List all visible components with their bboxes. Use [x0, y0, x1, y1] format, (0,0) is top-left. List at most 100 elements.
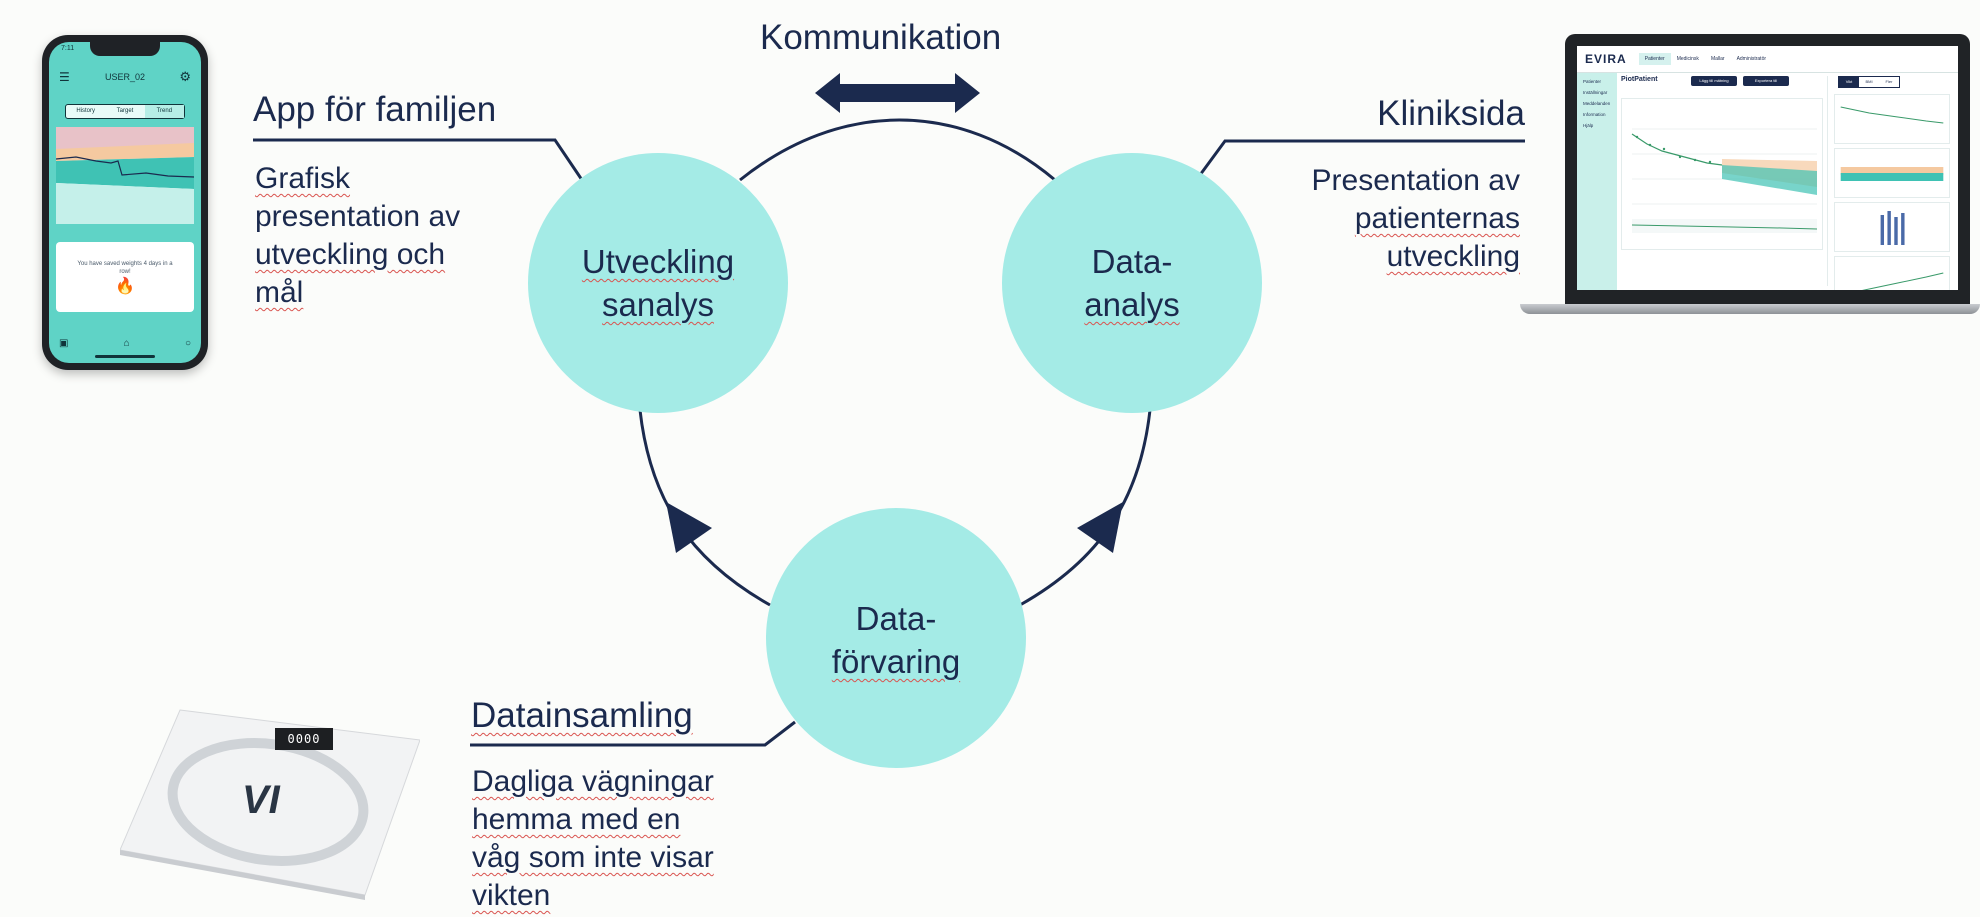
circle-label-dataanalys: Data- analys — [1002, 240, 1262, 326]
arc-top — [739, 118, 1056, 182]
family-app-description: Grafisk presentation av utveckling och m… — [255, 160, 460, 312]
clinic-topbar: EVIRA Patienter Medicinsk Mallar Adminis… — [1577, 46, 1958, 73]
clinic-metric-toggle: Vikt BMI Fler — [1838, 76, 1900, 88]
circle-dataanalys — [1002, 153, 1262, 413]
clinic-mini-chart — [1834, 148, 1950, 198]
phone-notch — [90, 42, 160, 56]
phone-bottom-nav: ▣ ⌂ ○ — [59, 338, 191, 349]
phone-app-mockup: 7:11 ☰ USER_02 ⚙ History Target Trend Yo… — [42, 35, 208, 370]
hamburger-menu-icon: ☰ — [59, 70, 70, 84]
chat-icon: ○ — [184, 338, 191, 349]
clinic-sidebar-item: Inställningar — [1583, 90, 1608, 95]
arc-right — [1019, 409, 1152, 607]
laptop-clinic-mockup: EVIRA Patienter Medicinsk Mallar Adminis… — [1520, 34, 1980, 314]
circle-label-line: Data- — [855, 600, 937, 637]
phone-streak-card: You have saved weights 4 days in a row! … — [56, 242, 194, 312]
scale-brand-logo: VI — [242, 778, 280, 822]
circle-label-line: sanalys — [602, 286, 714, 323]
laptop-lid: EVIRA Patienter Medicinsk Mallar Adminis… — [1565, 34, 1970, 304]
circle-utvecklingsanalys — [528, 153, 788, 413]
phone-tab-history: History — [76, 108, 95, 114]
phone-screen: 7:11 ☰ USER_02 ⚙ History Target Trend Yo… — [49, 42, 201, 363]
clinic-tab: Mallar — [1710, 56, 1725, 62]
clinic-weight-graphic — [1631, 128, 1818, 233]
clinic-mini-chart — [1834, 94, 1950, 144]
description-line: Dagliga vägningar — [472, 765, 714, 798]
laptop-base — [1520, 304, 1980, 314]
description-line: mål — [255, 276, 304, 309]
scale-icon: ▣ — [59, 338, 69, 349]
phone-tab-trend: Trend — [144, 105, 184, 118]
circle-label-utvecklingsanalys: Utveckling sanalys — [528, 240, 788, 326]
description-line: patienternas — [1354, 202, 1520, 235]
phone-tab-bar: History Target Trend — [65, 104, 185, 119]
mini-chart-graphic — [1880, 211, 1905, 245]
leader-data-collection — [470, 720, 796, 747]
description-line: presentation av — [255, 200, 461, 233]
leader-clinic — [1198, 139, 1525, 176]
leader-family-app — [253, 138, 584, 181]
clinic-sidebar-item: Meddelanden — [1583, 101, 1611, 106]
clinic-tabs: Patienter Medicinsk Mallar Administratör — [1638, 53, 1772, 65]
circle-label-line: Utveckling — [581, 243, 735, 280]
gear-icon: ⚙ — [179, 69, 191, 84]
family-app-heading-text: App för familjen — [253, 90, 497, 129]
arc-left — [638, 409, 771, 607]
clinic-patient-title: PiotPatient — [1621, 76, 1658, 83]
phone-home-indicator — [95, 355, 155, 358]
description-line: hemma med en — [472, 803, 681, 836]
clinic-tab: Administratör — [1736, 56, 1767, 62]
description-line: vikten — [472, 879, 551, 912]
clinic-side-charts: Vikt BMI Fler — [1827, 76, 1954, 290]
clinic-sidebar-item: Information — [1583, 112, 1606, 117]
circle-dataforvaring — [766, 508, 1026, 768]
phone-streak-text: You have saved weights 4 days in a row! — [77, 261, 173, 275]
laptop-screen: EVIRA Patienter Medicinsk Mallar Adminis… — [1577, 46, 1958, 290]
data-collection-heading-text: Datainsamling — [471, 696, 693, 735]
clinic-sidebar: Patienter Inställningar Meddelanden Info… — [1577, 73, 1617, 290]
data-collection-description: Dagliga vägningar hemma med en våg som i… — [472, 763, 714, 915]
toggle-option: Fler — [1885, 79, 1893, 84]
description-line: Presentation av — [1311, 164, 1520, 197]
home-icon: ⌂ — [123, 338, 130, 349]
phone-tab-target: Target — [116, 108, 134, 114]
circle-label-dataforvaring: Data- förvaring — [766, 597, 1026, 683]
toggle-option: BMI — [1865, 79, 1873, 84]
family-app-heading: App för familjen — [253, 90, 496, 130]
circle-label-line: förvaring — [831, 643, 961, 680]
flame-icon: 🔥 — [115, 278, 135, 295]
phone-trend-chart — [56, 127, 194, 224]
bathroom-scale-illustration: 0000 VI — [119, 700, 421, 900]
evira-logo: EVIRA — [1585, 52, 1627, 66]
circle-label-line: analys — [1084, 286, 1180, 323]
clinic-mini-chart — [1834, 256, 1950, 290]
clinic-export-button: Exportera till — [1743, 76, 1789, 86]
data-collection-heading: Datainsamling — [471, 696, 693, 736]
clinic-heading: Kliniksida — [1377, 94, 1525, 133]
clinic-tab: Patienter — [1638, 53, 1671, 65]
phone-status-time: 7:11 — [61, 45, 75, 52]
clinic-sidebar-item: Patienter — [1583, 79, 1602, 84]
double-arrow-icon — [815, 73, 980, 113]
circle-label-line: Data- — [1091, 243, 1173, 280]
mini-chart-graphic — [1840, 167, 1944, 181]
clinic-mini-chart — [1834, 202, 1950, 252]
description-line: våg som inte visar — [472, 841, 714, 874]
clinic-weight-plot — [1621, 98, 1823, 250]
description-line: utveckling och — [255, 238, 446, 271]
clinic-description: Presentation av patienternas utveckling — [1215, 162, 1520, 276]
arrowhead-right — [1077, 502, 1123, 553]
toggle-option: Vikt — [1839, 77, 1859, 87]
clinic-add-measurement-button: Lägg till mätning — [1691, 76, 1737, 86]
phone-trend-graphic — [56, 127, 194, 224]
description-line: Grafisk — [255, 162, 351, 195]
clinic-main-panel: PiotPatient Lägg till mätning Exportera … — [1621, 76, 1823, 286]
description-line: utveckling — [1386, 240, 1520, 273]
clinic-sidebar-item: Hjälp — [1583, 123, 1594, 128]
clinic-tab: Medicinsk — [1676, 56, 1699, 62]
mini-chart-graphic — [1840, 106, 1944, 124]
mini-chart-graphic — [1862, 272, 1944, 290]
phone-user-title: USER_02 — [104, 72, 146, 82]
